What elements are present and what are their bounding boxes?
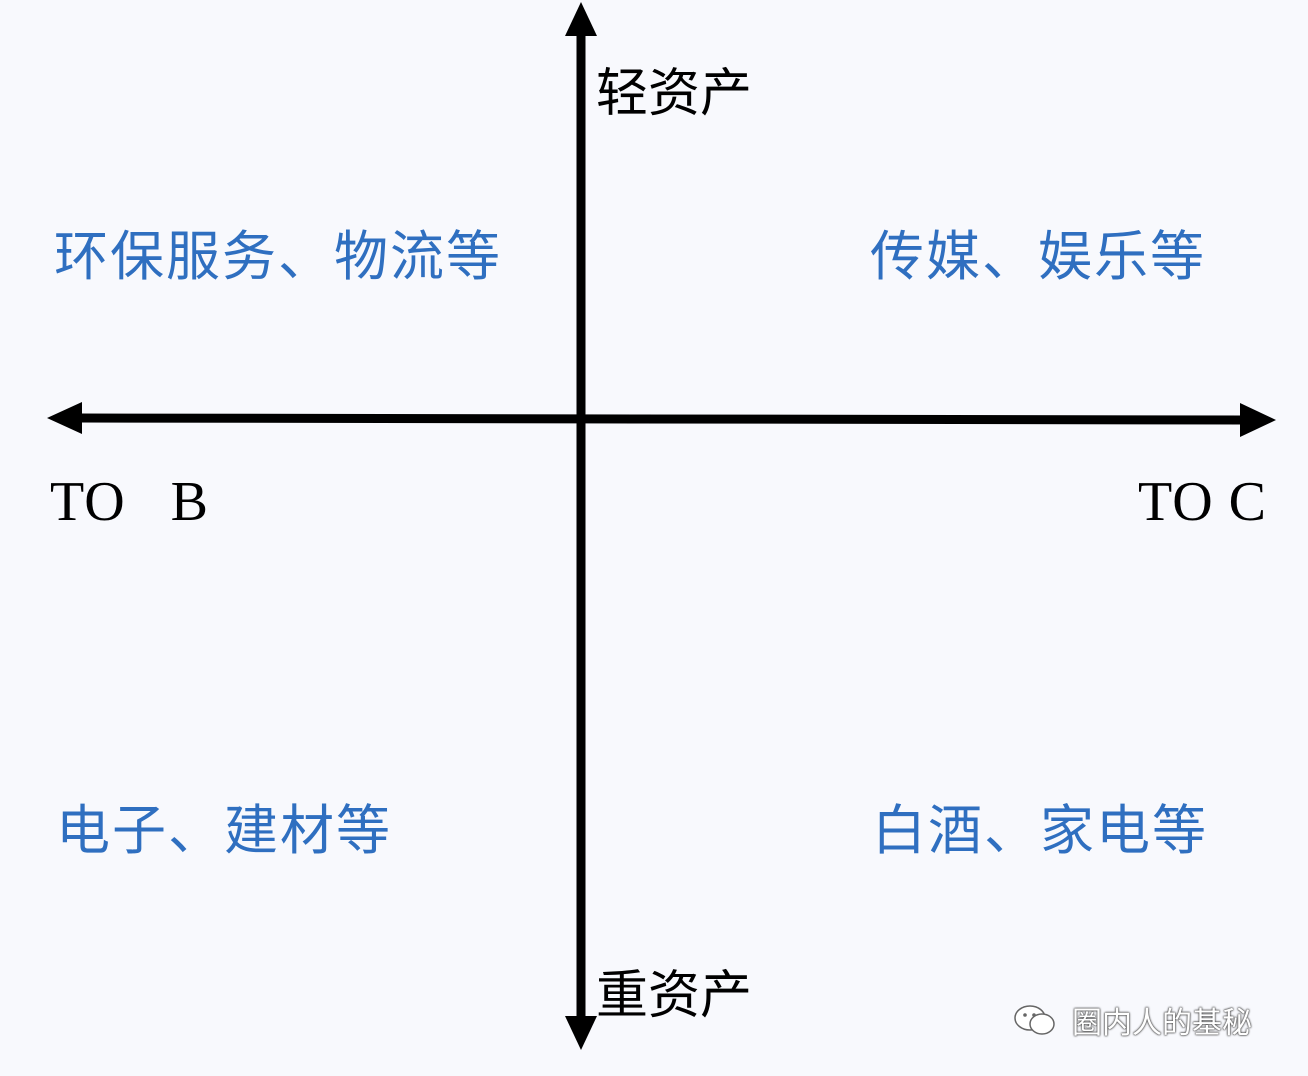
quadrant-top-left: 环保服务、物流等 xyxy=(54,225,502,288)
up-arrowhead xyxy=(565,2,597,36)
quadrant-bottom-left: 电子、建材等 xyxy=(56,799,392,862)
axis-label-heavy-asset: 重资产 xyxy=(596,966,753,1026)
watermark: 圈内人的基秘 xyxy=(1008,1000,1252,1041)
right-arrowhead xyxy=(1240,403,1276,437)
axis-label-to-c: TO C xyxy=(1138,471,1267,533)
axis-label-to-b: TO B xyxy=(50,471,209,533)
horizontal-axis xyxy=(77,413,1246,425)
left-arrowhead xyxy=(47,402,82,434)
quadrant-bottom-right: 白酒、家电等 xyxy=(872,799,1208,862)
watermark-text: 圈内人的基秘 xyxy=(1072,1006,1252,1041)
wechat-icon xyxy=(1014,1005,1055,1035)
axis-label-light-asset: 轻资产 xyxy=(596,64,753,124)
quadrant-top-right: 传媒、娱乐等 xyxy=(870,225,1206,288)
down-arrowhead xyxy=(565,1016,597,1050)
